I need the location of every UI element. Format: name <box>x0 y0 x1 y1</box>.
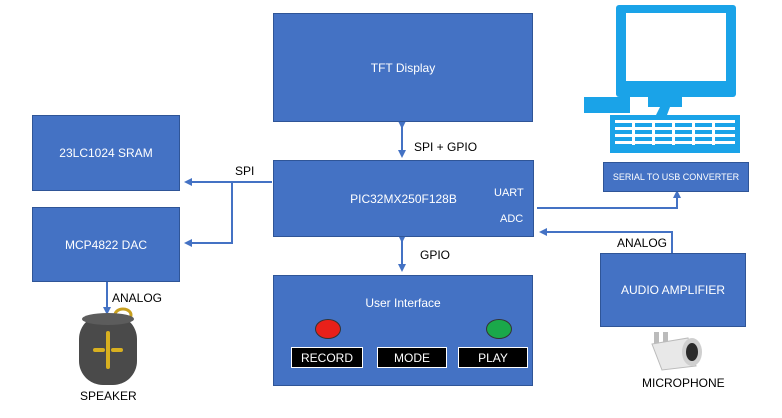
tft-display-block: TFT Display <box>273 13 533 122</box>
uart-serial-link <box>537 190 681 209</box>
sram-label: 23LC1024 SRAM <box>59 146 153 160</box>
spi-gpio-label: SPI + GPIO <box>414 140 478 154</box>
play-button[interactable]: PLAY <box>458 347 528 368</box>
mcu-label: PIC32MX250F128B <box>350 191 457 206</box>
microphone-icon <box>651 332 702 371</box>
dac-block: MCP4822 DAC <box>32 207 180 282</box>
audio-amplifier-block: AUDIO AMPLIFIER <box>600 253 746 327</box>
serial-usb-block: SERIAL TO USB CONVERTER <box>603 162 749 192</box>
microphone-label: MICROPHONE <box>642 376 725 390</box>
user-interface-label: User Interface <box>365 296 441 310</box>
spi-label: SPI <box>235 164 255 178</box>
adc-port-label: ADC <box>500 213 524 225</box>
analog-speaker-label: ANALOG <box>112 291 163 305</box>
record-led <box>315 319 341 339</box>
analog-amp-label: ANALOG <box>617 236 668 250</box>
gpio-label: GPIO <box>420 248 451 262</box>
tft-display-label: TFT Display <box>370 60 436 75</box>
record-button[interactable]: RECORD <box>291 347 363 368</box>
serial-usb-label: SERIAL TO USB CONVERTER <box>612 172 740 182</box>
amp-adc-link <box>539 228 673 253</box>
mcu-block: PIC32MX250F128B <box>273 160 534 237</box>
uart-port-label: UART <box>494 187 524 199</box>
audio-amplifier-label: AUDIO AMPLIFIER <box>620 283 726 297</box>
mode-button[interactable]: MODE <box>377 347 447 368</box>
dac-label: MCP4822 DAC <box>64 237 148 252</box>
computer-icon <box>584 5 740 153</box>
spi-bus-dac <box>184 182 233 247</box>
sram-block: 23LC1024 SRAM <box>32 115 180 191</box>
speaker-icon <box>79 307 137 385</box>
play-led <box>486 319 512 339</box>
speaker-label: SPEAKER <box>80 389 137 403</box>
